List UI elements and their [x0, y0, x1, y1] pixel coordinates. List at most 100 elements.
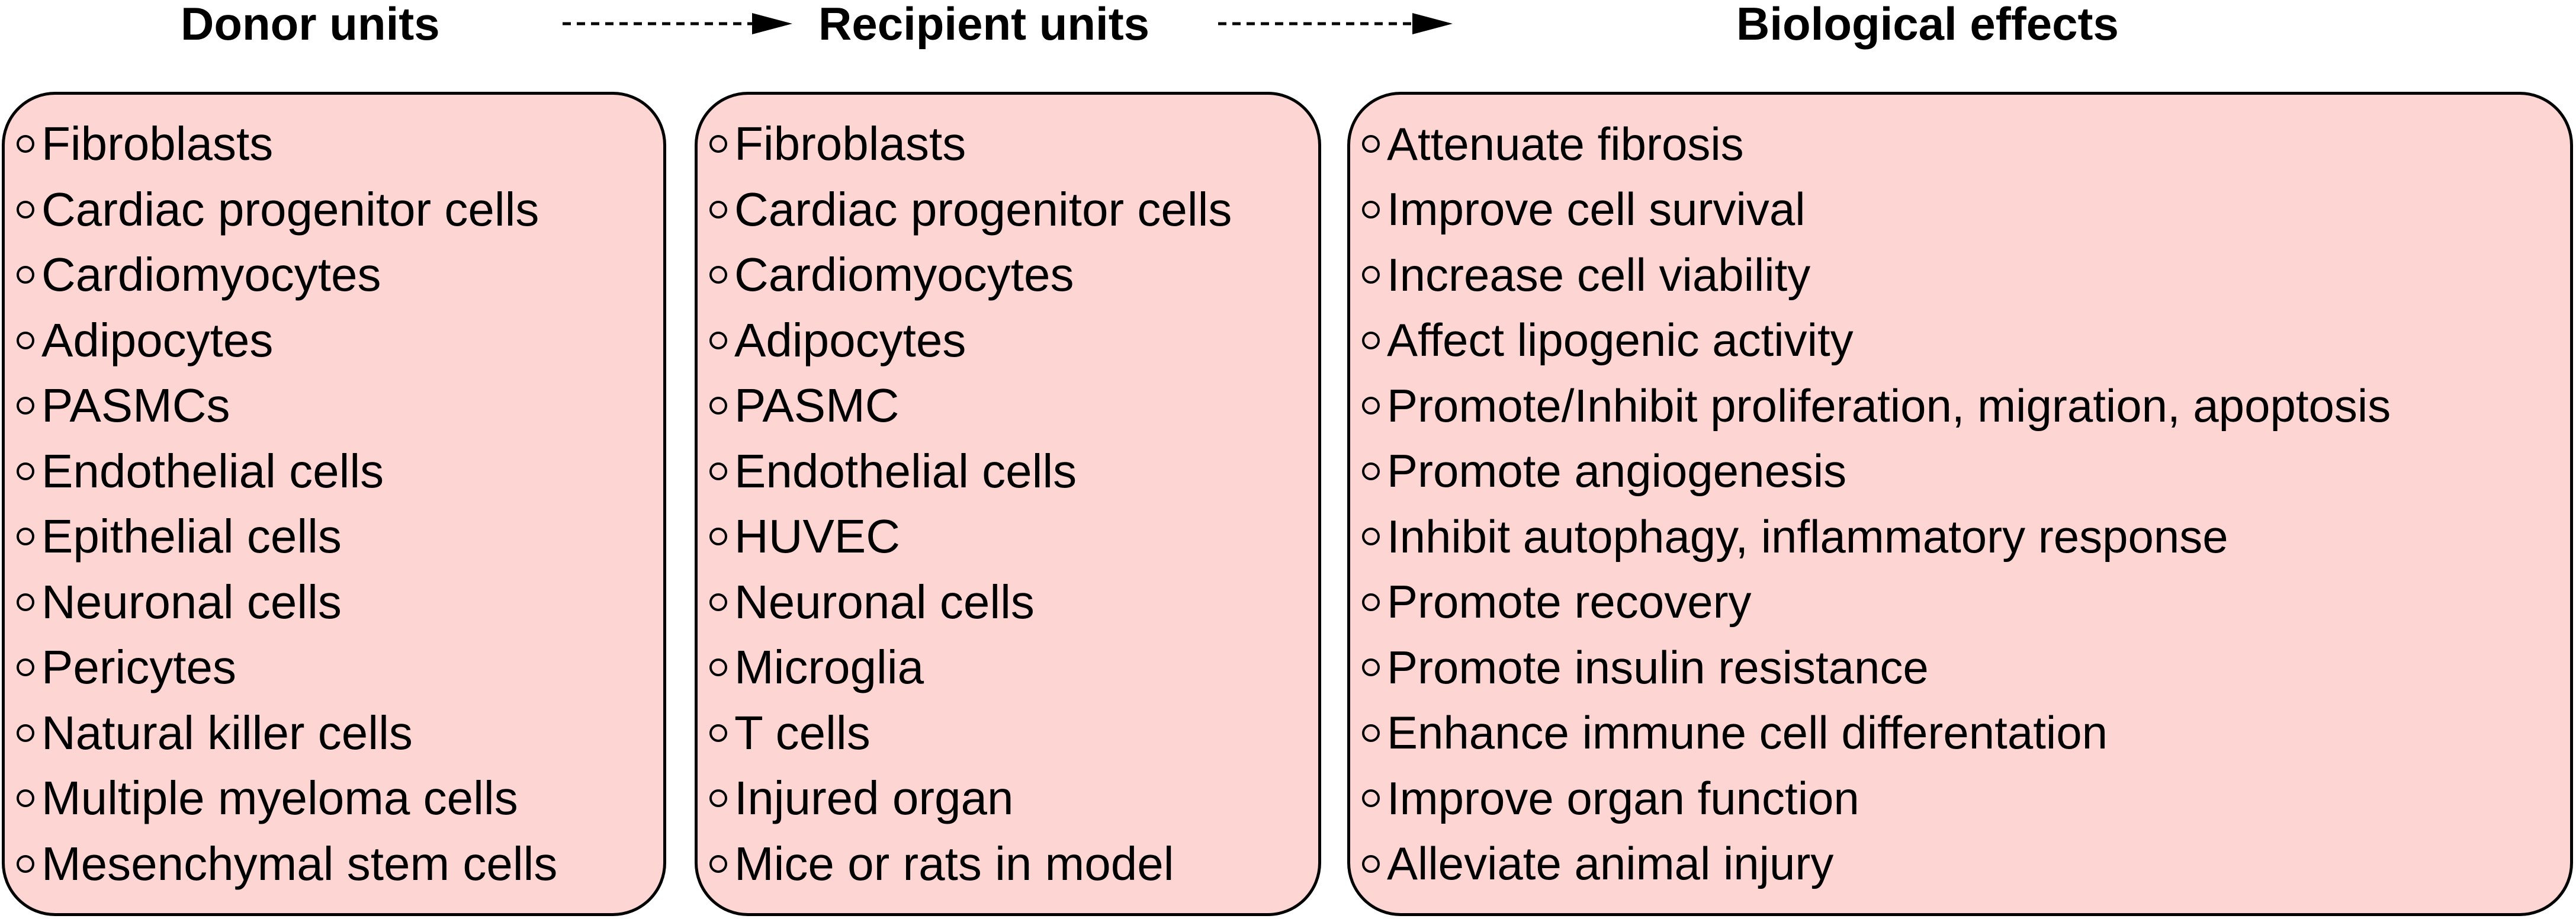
list-item-label: Enhance immune cell differentation: [1387, 706, 2108, 759]
circle-outline-icon: [17, 854, 34, 873]
circle-outline-icon: [1362, 724, 1380, 742]
list-item: Fibroblasts: [17, 111, 663, 177]
circle-outline-icon: [17, 266, 34, 284]
circle-outline-icon: [709, 593, 727, 611]
list-item: Promote angiogenesis: [1362, 439, 2570, 505]
list-item: Mice or rats in model: [709, 831, 1318, 897]
list-item: Improve cell survival: [1362, 177, 2570, 243]
circle-outline-icon: [1362, 200, 1380, 219]
list-item: Adipocytes: [709, 308, 1318, 374]
list-item: Endothelial cells: [709, 439, 1318, 505]
list-item: Cardiac progenitor cells: [709, 177, 1318, 243]
list-item: Adipocytes: [17, 308, 663, 374]
list-item-label: Cardiac progenitor cells: [41, 182, 539, 236]
list-item-label: Pericytes: [41, 641, 236, 694]
circle-outline-icon: [709, 135, 727, 153]
list-item: Increase cell viability: [1362, 242, 2570, 308]
dashed-arrow-right-icon: [563, 13, 792, 34]
list-item: Promote insulin resistance: [1362, 635, 2570, 701]
circle-outline-icon: [1362, 658, 1380, 677]
circle-outline-icon: [709, 854, 727, 873]
list-item-label: PASMC: [734, 379, 900, 432]
list-item-label: Cardiomyocytes: [41, 248, 381, 301]
list-item: Microglia: [709, 635, 1318, 701]
list-item: Neuronal cells: [17, 570, 663, 635]
list-item-label: Fibroblasts: [734, 117, 966, 171]
circle-outline-icon: [709, 528, 727, 546]
list-item: Cardiomyocytes: [17, 242, 663, 308]
circle-outline-icon: [17, 397, 34, 415]
list-item-label: Endothelial cells: [41, 444, 384, 497]
circle-outline-icon: [1362, 528, 1380, 546]
list-item: Neuronal cells: [709, 570, 1318, 635]
circle-outline-icon: [709, 397, 727, 415]
list-item: Affect lipogenic activity: [1362, 308, 2570, 374]
circle-outline-icon: [709, 200, 727, 219]
list-item-label: Promote angiogenesis: [1387, 445, 1847, 497]
circle-outline-icon: [1362, 331, 1380, 349]
circle-outline-icon: [709, 331, 727, 349]
list-item-label: Promote recovery: [1387, 576, 1752, 628]
list-item-label: Promote/Inhibit proliferation, migration…: [1387, 379, 2391, 432]
list-item-label: Improve organ function: [1387, 772, 1859, 824]
circle-outline-icon: [709, 724, 727, 742]
list-item: Multiple myeloma cells: [17, 766, 663, 831]
header-recipient-units: Recipient units: [818, 0, 1150, 50]
circle-outline-icon: [17, 724, 34, 742]
list-item-label: Mesenchymal stem cells: [41, 837, 558, 890]
list-item: Promote recovery: [1362, 570, 2570, 635]
list-item-label: Multiple myeloma cells: [41, 772, 518, 825]
list-item-label: T cells: [734, 706, 871, 759]
list-item: Natural killer cells: [17, 701, 663, 766]
circle-outline-icon: [1362, 854, 1380, 873]
circle-outline-icon: [1362, 789, 1380, 808]
list-item: Mesenchymal stem cells: [17, 831, 663, 897]
list-item-label: Adipocytes: [41, 313, 274, 367]
list-item: PASMCs: [17, 373, 663, 439]
list-item-label: Cardiac progenitor cells: [734, 182, 1232, 236]
circle-outline-icon: [1362, 397, 1380, 415]
list-item-label: Neuronal cells: [734, 575, 1035, 628]
list-item: Fibroblasts: [709, 111, 1318, 177]
list-item-label: PASMCs: [41, 379, 230, 432]
circle-outline-icon: [1362, 135, 1380, 153]
list-item: Cardiomyocytes: [709, 242, 1318, 308]
list-item: Pericytes: [17, 635, 663, 701]
list-item-label: Affect lipogenic activity: [1387, 314, 1854, 367]
list-item-label: Cardiomyocytes: [734, 248, 1074, 301]
header-biological-effects: Biological effects: [1736, 0, 2119, 50]
circle-outline-icon: [17, 593, 34, 611]
list-item-label: Increase cell viability: [1387, 248, 1811, 301]
list-item-label: Improve cell survival: [1387, 183, 1806, 236]
list-item: Improve organ function: [1362, 766, 2570, 831]
list-item-label: Microglia: [734, 641, 924, 694]
list-item-label: Fibroblasts: [41, 117, 274, 171]
list-item-label: Neuronal cells: [41, 575, 342, 628]
list-item: Enhance immune cell differentation: [1362, 701, 2570, 766]
circle-outline-icon: [1362, 462, 1380, 480]
circle-outline-icon: [709, 789, 727, 808]
list-item: Epithelial cells: [17, 504, 663, 570]
list-item-label: Natural killer cells: [41, 706, 413, 759]
list-item-label: HUVEC: [734, 510, 901, 563]
circle-outline-icon: [709, 266, 727, 284]
dashed-arrow-right-icon: [1218, 13, 1453, 34]
list-item-label: Attenuate fibrosis: [1387, 117, 1744, 170]
list-item-label: Mice or rats in model: [734, 837, 1174, 890]
list-item: T cells: [709, 701, 1318, 766]
list-item: Injured organ: [709, 766, 1318, 831]
list-item-label: Adipocytes: [734, 313, 966, 367]
list-item: Promote/Inhibit proliferation, migration…: [1362, 373, 2570, 439]
circle-outline-icon: [17, 658, 34, 677]
list-item-label: Alleviate animal injury: [1387, 837, 1834, 890]
list-item-label: Inhibit autophagy, inflammatory response: [1387, 510, 2228, 563]
circle-outline-icon: [17, 331, 34, 349]
header-donor-units: Donor units: [181, 0, 440, 50]
circle-outline-icon: [709, 462, 727, 480]
list-item: Alleviate animal injury: [1362, 831, 2570, 897]
